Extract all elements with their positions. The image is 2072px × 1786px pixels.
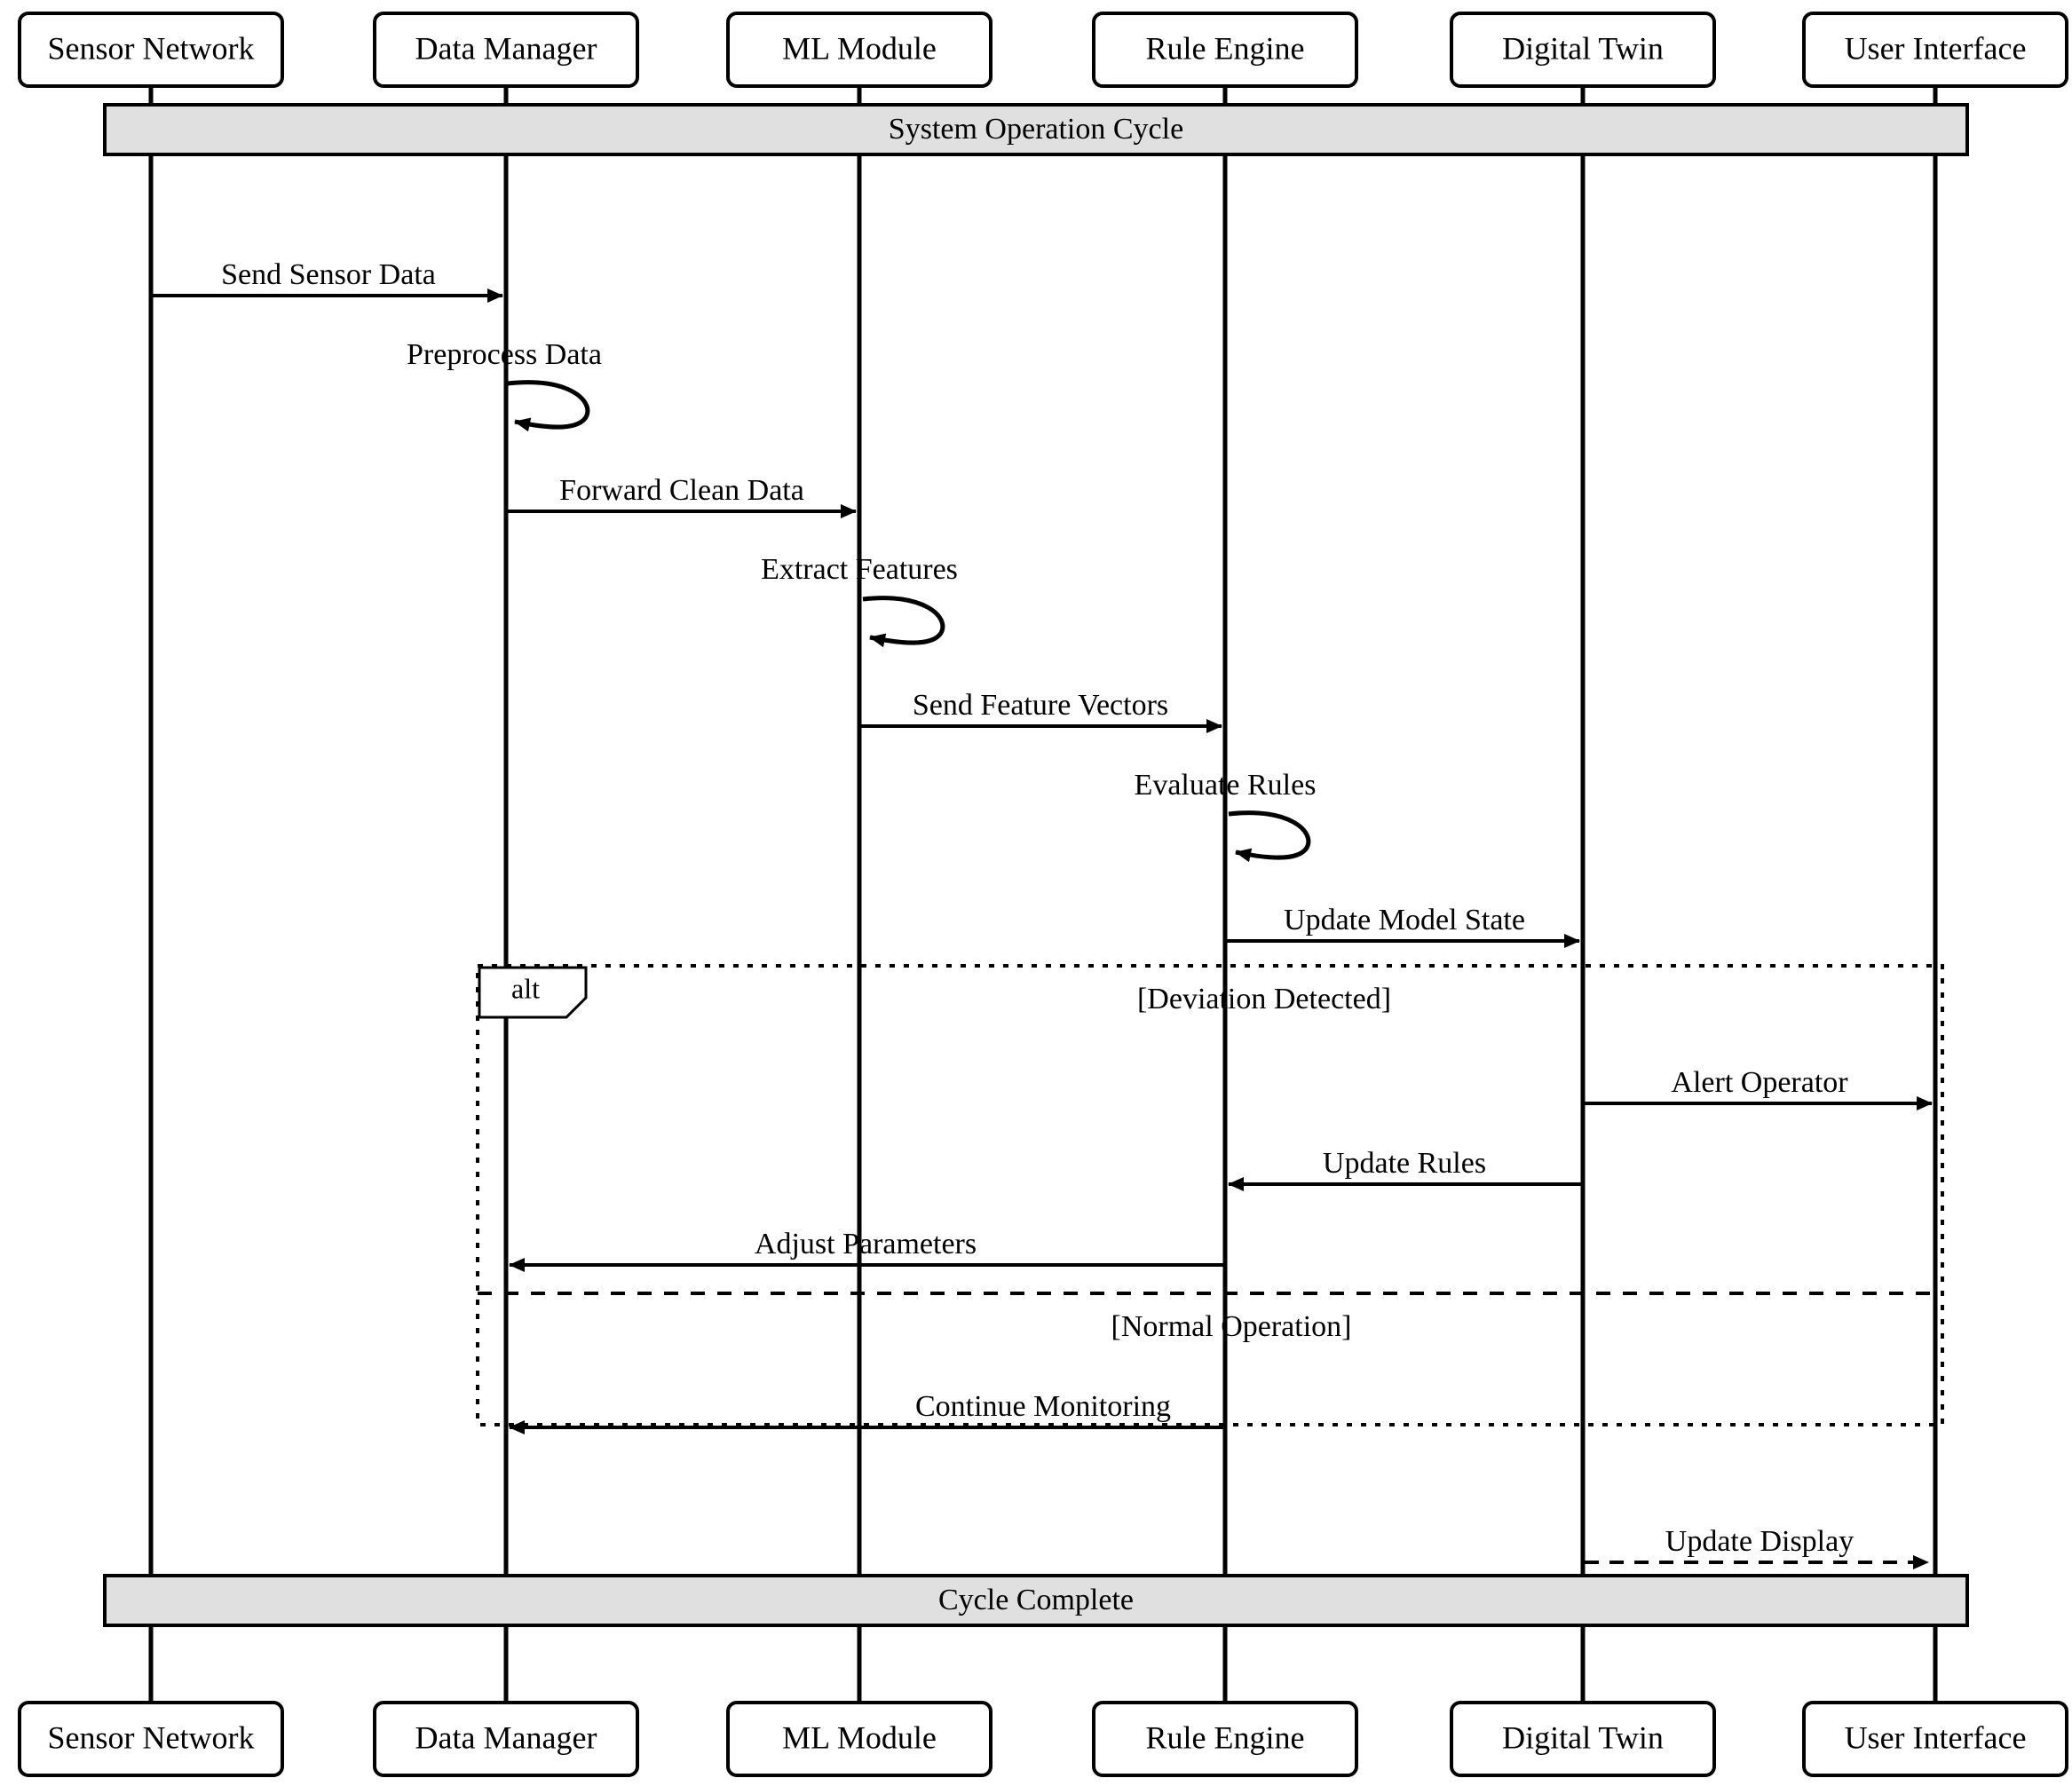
message-preprocess-data: Preprocess Data [407,338,602,432]
message-selfloop-evaluate-rules [1228,810,1311,863]
message-label-update-model-state: Update Model State [1284,904,1525,936]
participant-box-top-digital-twin[interactable] [1450,12,1716,88]
message-update-rules: Update Rules [1228,1147,1581,1191]
alt-fragment-operator-label: alt [511,972,540,1004]
participant-label-bottom-ml-module: ML Module [782,1719,937,1755]
alt-fragment: alt [Deviation Detected] [Normal Operati… [476,964,1944,1426]
band-bottom-label: Cycle Complete [938,1584,1134,1616]
participant-box-top-rule-engine[interactable] [1092,12,1358,88]
message-label-update-rules: Update Rules [1323,1147,1486,1180]
band-system-operation-cycle: System Operation Cycle [103,103,1969,156]
message-alert-operator: Alert Operator [1585,1066,1933,1110]
message-label-alert-operator: Alert Operator [1671,1066,1848,1099]
participant-label-bottom-rule-engine: Rule Engine [1146,1719,1305,1755]
message-continue-monitoring: Continue Monitoring [509,1390,1223,1434]
participant-boxes-bottom: Sensor Network Data Manager ML Module Ru… [18,1701,2068,1777]
message-extract-features: Extract Features [761,553,958,648]
participant-box-bottom-ml-module[interactable] [726,1701,993,1777]
participant-label-top-user-interface: User Interface [1845,30,2027,66]
participant-label-bottom-digital-twin: Digital Twin [1502,1719,1664,1755]
participant-box-bottom-digital-twin[interactable] [1450,1701,1716,1777]
message-label-preprocess-data: Preprocess Data [407,338,602,371]
alt-fragment-tab [478,966,588,1019]
participant-box-bottom-user-interface[interactable] [1802,1701,2068,1777]
participant-box-top-user-interface[interactable] [1802,12,2068,88]
message-label-extract-features: Extract Features [761,553,958,586]
alt-guard-deviation-detected: [Deviation Detected] [1137,983,1391,1015]
alt-guard-normal-operation: [Normal Operation] [1111,1310,1352,1343]
participant-label-top-digital-twin: Digital Twin [1502,30,1664,66]
participant-box-top-data-manager[interactable] [373,12,639,88]
participant-label-top-ml-module: ML Module [782,30,937,66]
participant-label-bottom-data-manager: Data Manager [415,1719,597,1755]
participant-box-top-sensor-network[interactable] [18,12,284,88]
message-label-send-feature-vectors: Send Feature Vectors [913,689,1168,722]
message-label-forward-clean-data: Forward Clean Data [559,474,804,507]
message-label-update-display: Update Display [1665,1525,1854,1558]
alt-fragment-border [476,964,1944,1426]
message-forward-clean-data: Forward Clean Data [508,474,857,518]
participant-label-top-data-manager: Data Manager [415,30,597,66]
message-update-display: Update Display [1585,1525,1929,1569]
message-evaluate-rules: Evaluate Rules [1135,769,1317,863]
message-send-feature-vectors: Send Feature Vectors [861,689,1222,733]
participant-box-bottom-rule-engine[interactable] [1092,1701,1358,1777]
message-label-evaluate-rules: Evaluate Rules [1135,769,1317,802]
participant-boxes-top: Sensor Network Data Manager ML Module Ru… [18,12,2068,88]
message-adjust-parameters: Adjust Parameters [509,1228,1223,1272]
participant-label-bottom-sensor-network: Sensor Network [48,1719,255,1755]
lifelines [148,86,1938,1703]
message-selfloop-extract-features [862,596,945,648]
message-label-continue-monitoring: Continue Monitoring [915,1390,1171,1423]
message-send-sensor-data: Send Sensor Data [153,258,503,303]
message-selfloop-preprocess-data [507,380,590,432]
message-label-adjust-parameters: Adjust Parameters [755,1228,977,1260]
band-cycle-complete: Cycle Complete [103,1574,1969,1627]
participant-label-top-sensor-network: Sensor Network [48,30,255,66]
message-label-send-sensor-data: Send Sensor Data [221,258,436,291]
participant-box-bottom-data-manager[interactable] [373,1701,639,1777]
participant-label-bottom-user-interface: User Interface [1845,1719,2027,1755]
participant-box-top-ml-module[interactable] [726,12,993,88]
message-update-model-state: Update Model State [1227,904,1580,948]
participant-label-top-rule-engine: Rule Engine [1146,30,1305,66]
band-top-label: System Operation Cycle [889,113,1183,146]
participant-box-bottom-sensor-network[interactable] [18,1701,284,1777]
